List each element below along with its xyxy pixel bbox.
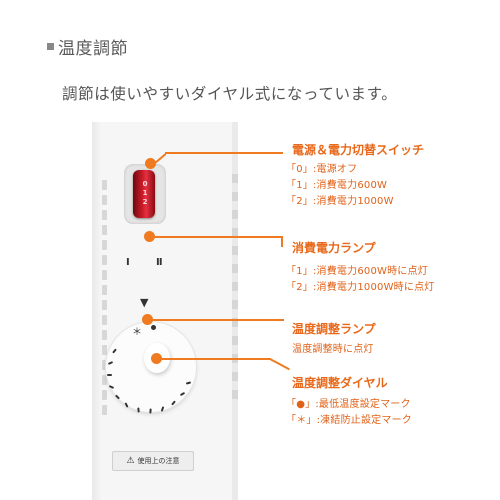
vent-slot: [232, 246, 238, 255]
callout-text: 温度調整時に点灯: [292, 344, 374, 355]
vent-slot: [232, 390, 238, 399]
dial-tick: [107, 374, 112, 376]
section-header: 温度調節: [47, 34, 128, 59]
heater-vent-left: [102, 180, 112, 420]
callout-title-power-lamp: 消費電力ランプ: [292, 241, 376, 255]
square-bullet-icon: [47, 43, 54, 50]
heater-vent-right: [232, 174, 238, 414]
vent-slot: [232, 210, 238, 219]
dial-tick: [137, 407, 140, 413]
callout-text: 「●」:最低温度設定マーク: [286, 399, 411, 410]
dial-tick: [149, 408, 152, 414]
vent-slot: [232, 228, 238, 237]
power-lamp-2-mark: Ⅱ: [156, 257, 163, 268]
callout-line-power-switch: [165, 152, 283, 154]
vent-slot: [102, 180, 107, 190]
vent-slot: [232, 300, 238, 309]
callout-text: 「＊」:凍結防止設定マーク: [286, 415, 412, 426]
power-switch[interactable]: [133, 170, 155, 218]
callout-text: 「1」:消費電力600W: [286, 180, 388, 191]
callout-text: 「2」:消費電力1000W: [286, 196, 394, 207]
callout-title-temperature-dial: 温度調整ダイヤル: [292, 376, 388, 390]
callout-title-power-switch: 電源＆電力切替スイッチ: [292, 143, 425, 157]
switch-label-0: 0: [142, 180, 148, 188]
vent-slot: [102, 390, 107, 400]
vent-slot: [232, 192, 238, 201]
callout-dot-temperature-dial: [151, 353, 162, 364]
heater-edge-shade: [92, 122, 102, 500]
callout-text: 「0」:電源オフ: [286, 164, 358, 175]
vent-slot: [102, 255, 107, 265]
callout-line-power-lamp: [154, 236, 282, 238]
dial-min-mark-icon: [151, 325, 156, 330]
callout-dot-temperature-lamp: [142, 314, 153, 325]
vent-slot: [102, 300, 107, 310]
vent-slot: [232, 282, 238, 291]
callout-connector: [281, 236, 283, 247]
section-title: 温度調節: [58, 39, 128, 59]
vent-slot: [102, 240, 107, 250]
warning-label: ⚠ 使用上の注意: [112, 451, 194, 471]
vent-slot: [102, 330, 107, 340]
callout-dot-power-switch: [145, 158, 156, 169]
vent-slot: [102, 285, 107, 295]
vent-slot: [102, 315, 107, 325]
temperature-lamp-arrow-icon: ▼: [140, 296, 149, 309]
vent-slot: [102, 270, 107, 280]
vent-slot: [102, 195, 107, 205]
section-subtitle: 調節は使いやすいダイヤル式になっています。: [62, 85, 398, 103]
power-switch-labels: 0 1 2: [141, 180, 149, 207]
vent-slot: [232, 174, 238, 183]
vent-slot: [232, 264, 238, 273]
switch-label-2: 2: [142, 198, 148, 206]
callout-dot-power-lamp: [144, 231, 155, 242]
dial-frost-mark: ＊: [132, 327, 142, 338]
callout-connector: [269, 358, 290, 371]
vent-slot: [102, 345, 107, 355]
vent-slot: [102, 225, 107, 235]
vent-slot: [102, 375, 107, 385]
vent-slot: [232, 372, 238, 381]
callout-text: 「2」:消費電力1000W時に点灯: [286, 282, 435, 293]
vent-slot: [232, 336, 238, 345]
callout-title-temperature-lamp: 温度調整ランプ: [292, 322, 376, 336]
power-lamp-1-mark: Ⅰ: [126, 257, 130, 268]
vent-slot: [232, 318, 238, 327]
callout-line-temperature-lamp: [152, 319, 284, 321]
vent-slot: [102, 360, 107, 370]
warning-triangle-icon: ⚠: [126, 456, 135, 466]
callout-text: 「1」:消費電力600W時に点灯: [286, 266, 428, 277]
callout-line-temperature-dial: [161, 358, 271, 360]
switch-label-1: 1: [142, 189, 148, 197]
warning-label-text: 使用上の注意: [137, 457, 180, 465]
vent-slot: [102, 405, 107, 415]
vent-slot: [102, 210, 107, 220]
